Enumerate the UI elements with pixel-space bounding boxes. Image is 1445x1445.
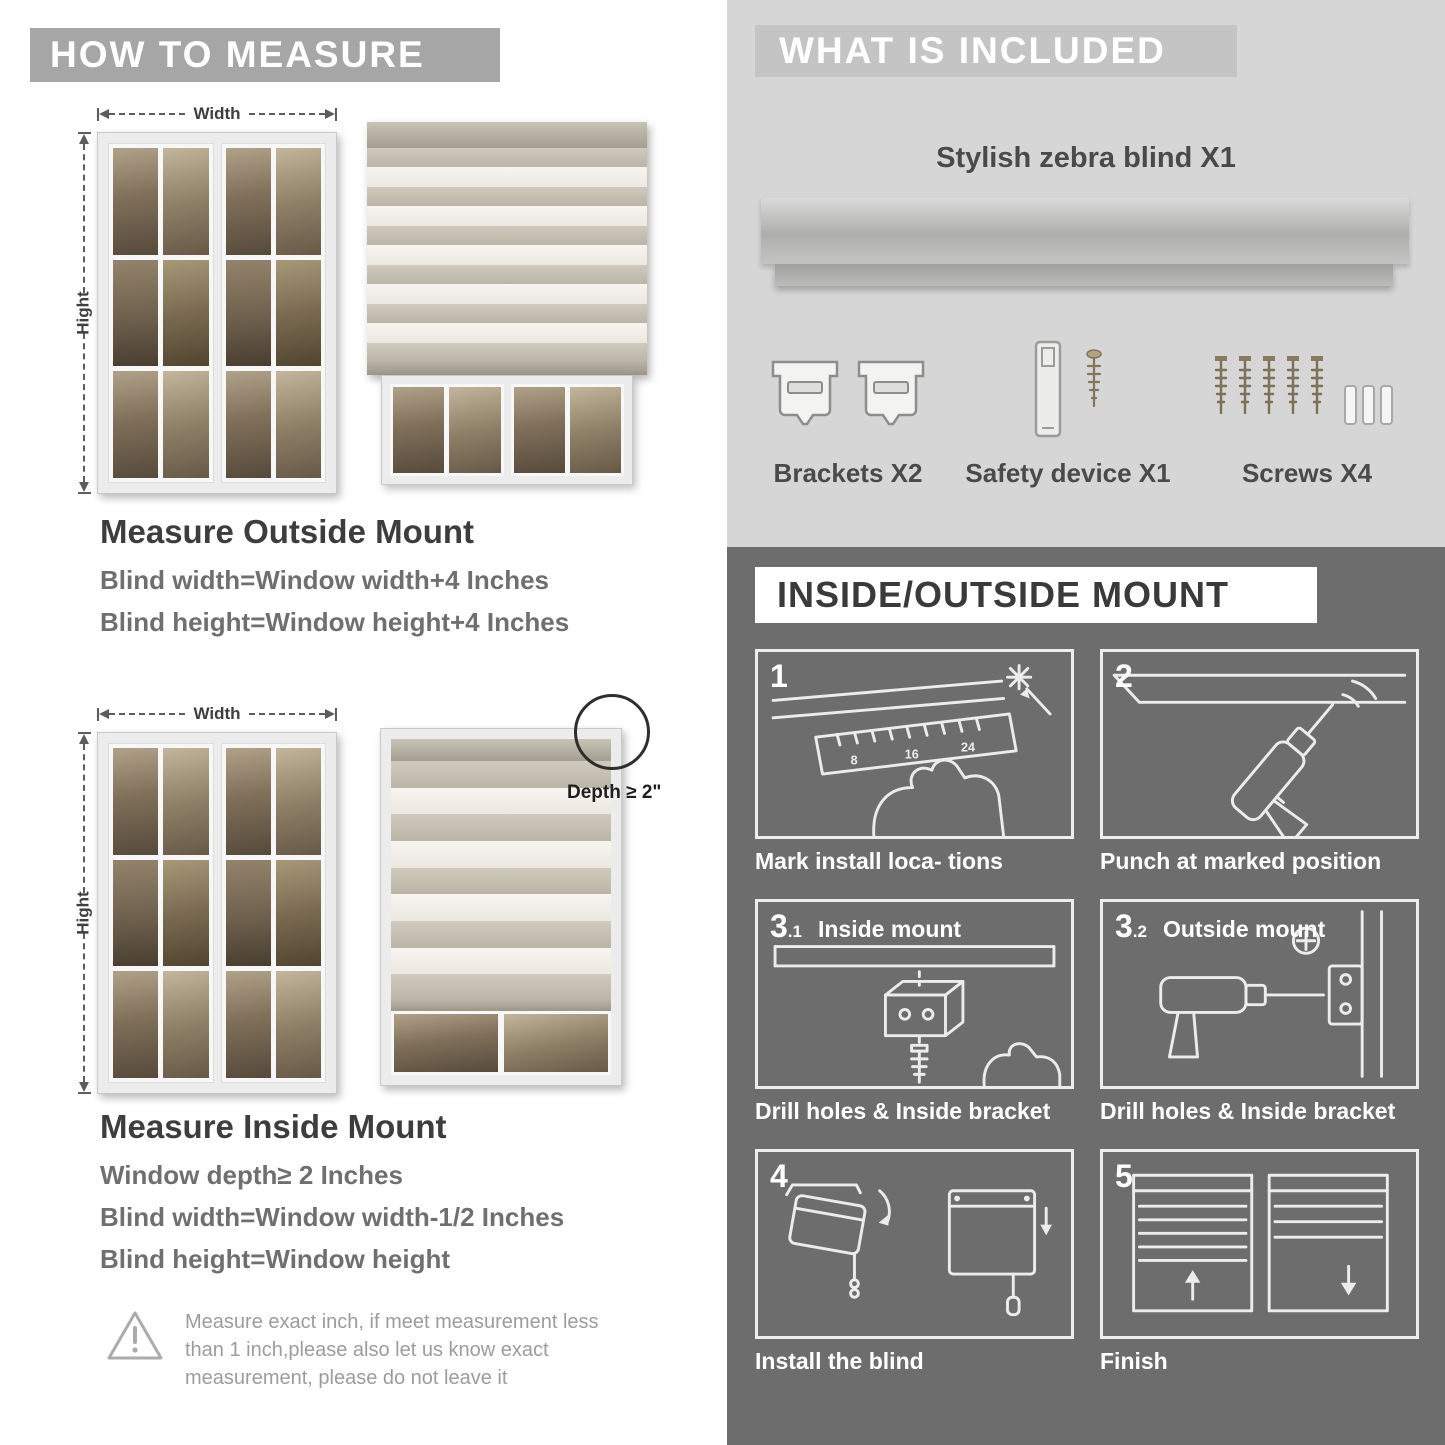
step-4: 4 Install the blind bbox=[755, 1149, 1074, 1375]
window-lower-part bbox=[391, 1011, 611, 1075]
window-illustration bbox=[97, 132, 337, 494]
safety-device-item: Safety device X1 bbox=[965, 330, 1171, 489]
step-3-2: 3.2 Outside mount Drill holes & Inside br… bbox=[1100, 899, 1419, 1125]
blind-stripes bbox=[391, 761, 611, 1002]
step-number: 1 bbox=[770, 658, 788, 694]
mark-location-illustration: 8 16 24 bbox=[771, 664, 1052, 836]
install-blind-illustration bbox=[785, 1183, 1053, 1317]
outside-formula-width: Blind width=Window width+4 Inches bbox=[100, 565, 549, 595]
height-arrow: Hight bbox=[74, 132, 93, 494]
inside-formula-width: Blind width=Window width-1/2 Inches bbox=[100, 1202, 565, 1232]
step-3-2-panel: 3.2 Outside mount bbox=[1100, 899, 1419, 1089]
step-3-1-caption: Drill holes & Inside bracket bbox=[755, 1098, 1051, 1124]
headrail-image bbox=[761, 198, 1409, 264]
step-3-1-panel: 3.1 Inside mount bbox=[755, 899, 1074, 1089]
step-number-sub: .2 bbox=[1132, 922, 1147, 941]
step-number-sub: .1 bbox=[787, 922, 802, 941]
outside-bracket-illustration bbox=[1159, 910, 1383, 1078]
screws-label: Screws X4 bbox=[1241, 458, 1373, 488]
step-3-2-caption: Drill holes & Inside bracket bbox=[1100, 1098, 1396, 1124]
step-number: 2 bbox=[1115, 658, 1133, 694]
inside-formula-height: Blind height=Window height bbox=[100, 1244, 450, 1274]
headrail-valance-image bbox=[775, 264, 1393, 286]
inside-mount-figure: Width Hight Depth ≥ 2" bbox=[74, 694, 670, 1100]
screws-item: Screws X4 bbox=[1207, 330, 1407, 489]
screws-icon bbox=[1214, 356, 1393, 425]
step-1-caption: Mark install loca- tions bbox=[755, 848, 1003, 874]
blind-bottomrail bbox=[391, 1001, 611, 1011]
blind-stripes bbox=[367, 148, 647, 362]
measure-warning: Measure exact inch, if meet measurement … bbox=[105, 1308, 635, 1392]
window-sash bbox=[108, 743, 214, 1083]
brackets-icon bbox=[771, 360, 925, 426]
what-is-included-section: WHAT IS INCLUDED Stylish zebra blind X1 bbox=[727, 0, 1445, 547]
step-5-panel: 5 bbox=[1100, 1149, 1419, 1339]
blind-headrail bbox=[367, 122, 647, 148]
width-arrow: Width bbox=[97, 704, 337, 724]
finish-blinds-illustration bbox=[1132, 1173, 1389, 1313]
step-5: 5 Finish bbox=[1100, 1149, 1419, 1375]
outside-mount-figure: Width Hight bbox=[74, 100, 670, 500]
step-4-caption: Install the blind bbox=[755, 1348, 924, 1374]
window-sash bbox=[220, 143, 326, 483]
safety-device-label: Safety device X1 bbox=[965, 458, 1171, 488]
svg-text:8: 8 bbox=[851, 753, 858, 767]
step-number: 4 bbox=[770, 1158, 788, 1194]
zebra-blind-outside-illustration bbox=[367, 122, 647, 485]
depth-annotation-circle bbox=[574, 694, 650, 770]
blind-bottomrail bbox=[367, 362, 647, 375]
brackets-label: Brackets X2 bbox=[773, 458, 923, 488]
zebra-blind-inside-illustration bbox=[380, 728, 622, 1086]
svg-text:24: 24 bbox=[961, 741, 975, 755]
window-sash bbox=[220, 743, 326, 1083]
step-4-panel: 4 bbox=[755, 1149, 1074, 1339]
width-label: Width bbox=[193, 104, 241, 123]
warning-text: Measure exact inch, if meet measurement … bbox=[185, 1311, 599, 1389]
outside-formula-height: Blind height=Window height+4 Inches bbox=[100, 607, 570, 637]
step-label: Inside mount bbox=[817, 916, 962, 942]
safety-device-icon bbox=[1034, 340, 1102, 438]
anchors-icon bbox=[1343, 385, 1393, 425]
product-title: Stylish zebra blind X1 bbox=[936, 142, 1236, 174]
height-arrow: Hight bbox=[74, 732, 93, 1094]
step-2-panel: 2 bbox=[1100, 649, 1419, 839]
blind-headrail bbox=[391, 739, 611, 761]
step-5-caption: Finish bbox=[1100, 1348, 1168, 1374]
window-illustration bbox=[97, 732, 337, 1094]
depth-note: Depth ≥ 2" bbox=[567, 782, 662, 803]
inside-bracket-illustration bbox=[773, 945, 1062, 1086]
window-lower-part bbox=[381, 375, 633, 485]
brackets-item: Brackets X2 bbox=[767, 330, 929, 489]
step-label: Outside mount bbox=[1162, 916, 1326, 942]
what-is-included-banner: WHAT IS INCLUDED bbox=[755, 25, 1237, 77]
inside-formula-depth: Window depth≥ 2 Inches bbox=[100, 1160, 403, 1190]
outside-mount-title: Measure Outside Mount bbox=[100, 513, 475, 550]
included-items: Brackets X2 Safety device X1 bbox=[767, 330, 1407, 489]
drill-punch-illustration bbox=[1112, 673, 1407, 836]
width-label: Width bbox=[193, 704, 241, 723]
step-number: 3 bbox=[770, 908, 788, 944]
inside-mount-title: Measure Inside Mount bbox=[100, 1108, 447, 1145]
step-2-caption: Punch at marked position bbox=[1100, 848, 1382, 874]
mount-banner: INSIDE/OUTSIDE MOUNT bbox=[755, 567, 1317, 623]
window-sash bbox=[108, 143, 214, 483]
svg-text:16: 16 bbox=[905, 748, 919, 762]
step-number: 5 bbox=[1115, 1158, 1133, 1194]
step-2: 2 Punch at marked po bbox=[1100, 649, 1419, 875]
width-arrow: Width bbox=[97, 104, 337, 124]
step-1: 1 8 16 24 Mark install loca- tions bbox=[755, 649, 1074, 875]
how-to-measure-banner: HOW TO MEASURE bbox=[30, 28, 500, 82]
step-number: 3 bbox=[1115, 908, 1133, 944]
step-1-panel: 1 8 16 24 bbox=[755, 649, 1074, 839]
warning-triangle-icon bbox=[107, 1311, 163, 1360]
